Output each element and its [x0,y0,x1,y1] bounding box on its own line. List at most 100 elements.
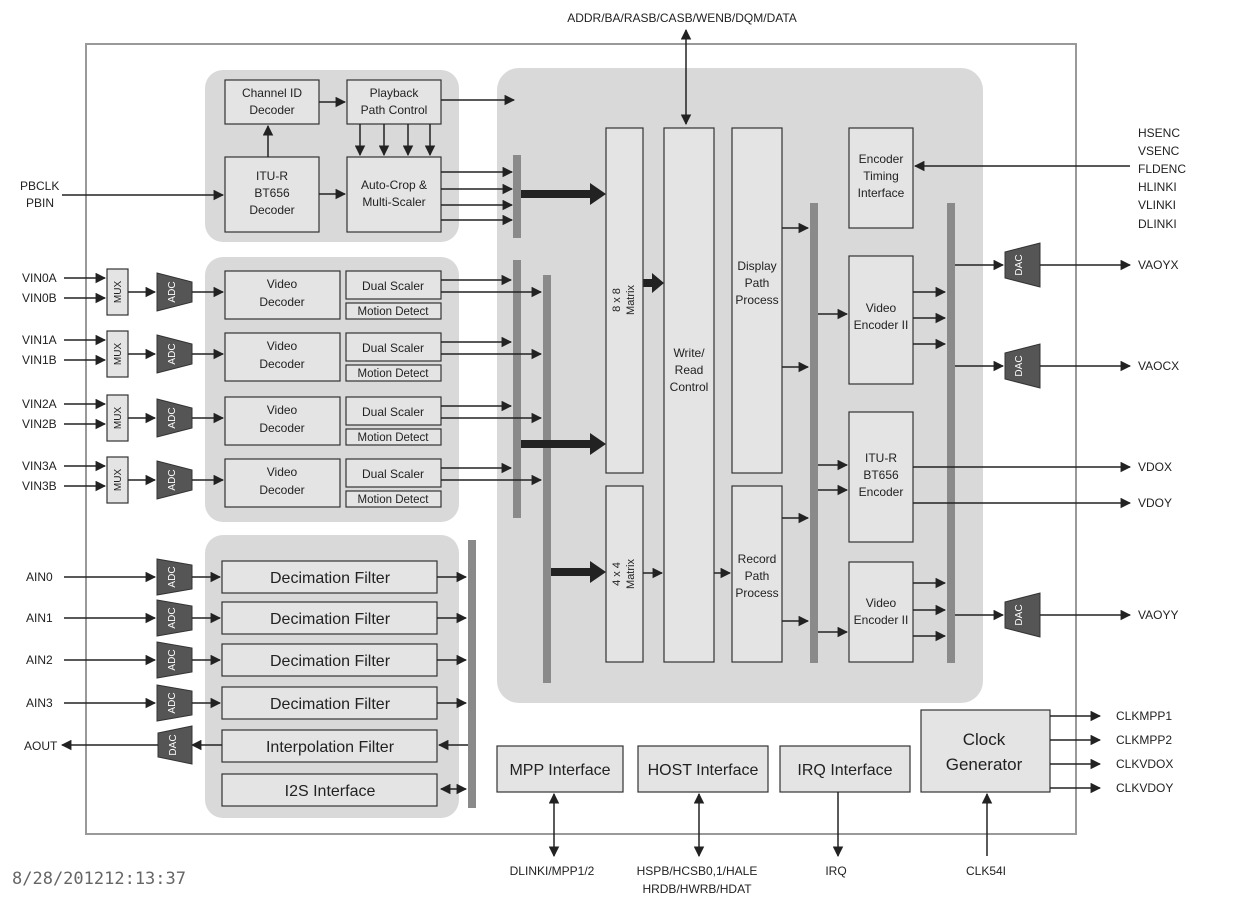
thick-arrow-wr [643,273,664,293]
thick-arrow-m4 [551,561,606,583]
record-l3: Process [735,586,778,600]
ain-2-label: AIN2 [26,653,53,667]
aout-label: AOUT [24,739,58,753]
i2s-label: I2S Interface [285,783,376,800]
encoder-bus [947,203,955,663]
timing-sig-5: DLINKI [1138,217,1177,231]
timing-sig-1: VSENC [1138,144,1180,158]
motion-detect-1 [345,364,442,382]
core-bus-mid [513,260,521,518]
vin-1b-label: VIN1B [22,353,57,367]
video-adc-3-label: ADC [167,469,178,490]
decimation-filter-3-label: Decimation Filter [270,696,391,713]
video-adc-0-label: ADC [167,281,178,302]
video-decoder-2-l2: Decoder [259,421,304,435]
mux-0-label: MUX [113,281,124,304]
video-adc-0 [156,272,193,312]
video-decoder-1-l1: Video [267,339,298,353]
venc1-l2: Encoder II [854,318,909,332]
timestamp: 8/28/201212:13:37 [12,869,186,889]
record-path-block [731,485,783,663]
i2s-interface-block [221,773,438,807]
video-adc-2 [156,398,193,438]
venc2-l2: Encoder II [854,613,909,627]
audio-adc-1-label: ADC [167,607,178,628]
motion-detect-0 [345,302,442,320]
audio-adc-2-label: ADC [167,649,178,670]
video-decoder-1 [224,332,341,382]
dac-out-2-label: DAC [1014,355,1025,376]
venc1-l1: Video [866,301,897,315]
timing-l2: Timing [863,169,899,183]
video-adc-1-label: ADC [167,343,178,364]
mpp-signal: DLINKI/MPP1/2 [510,864,595,878]
clock-generator-block [920,709,1051,793]
clk54i-label: CLK54I [966,864,1006,878]
write-read-control-block [663,127,715,663]
host-interface-label: HOST Interface [648,762,759,779]
clock-gen-l2: Generator [946,755,1023,774]
dual-scaler-0-label: Dual Scaler [362,279,424,293]
motion-detect-2-label: Motion Detect [358,432,430,444]
video-adc-2-label: ADC [167,407,178,428]
video-encoder-2-block [848,561,914,663]
video-decoder-2-l1: Video [267,403,298,417]
timing-l1: Encoder [859,152,904,166]
audio-adc-1 [156,599,193,637]
dual-scaler-2 [345,396,442,426]
decimation-filter-2-label: Decimation Filter [270,653,391,670]
ain-0-label: AIN0 [26,570,53,584]
matrix4-l1: 4 x 4 [611,562,623,586]
motion-detect-2 [345,428,442,446]
video-adc-1 [156,334,193,374]
playback-path-l2: Path Control [361,103,428,117]
display-bus [810,203,818,663]
out-vdox: VDOX [1138,460,1172,474]
record-l1: Record [738,552,777,566]
top-signal-label: ADDR/BA/RASB/CASB/WENB/DQM/DATA [567,11,797,25]
vin-3b-label: VIN3B [22,479,57,493]
vin-2a-label: VIN2A [22,397,57,411]
dual-scaler-0 [345,270,442,300]
display-l1: Display [737,259,776,273]
chip-outline [85,43,1077,835]
ain-3-label: AIN3 [26,696,53,710]
mpp-interface-label: MPP Interface [509,762,610,779]
dual-scaler-2-label: Dual Scaler [362,405,424,419]
audio-adc-3 [156,684,193,722]
vin-1a-label: VIN1A [22,333,57,347]
itur-decoder-l2: BT656 [254,186,290,200]
iture-l3: Encoder [859,485,904,499]
video-decoder-3 [224,458,341,508]
dual-scaler-3-label: Dual Scaler [362,467,424,481]
motion-detect-3-label: Motion Detect [358,494,430,506]
autocrop-block [346,156,442,233]
matrix-4x4-block [605,485,644,663]
display-path-block [731,127,783,474]
matrix-8x8-block [605,127,644,474]
timing-sig-4: VLINKI [1138,198,1176,212]
itur-decoder-l3: Decoder [249,203,294,217]
motion-detect-0-label: Motion Detect [358,306,430,318]
itur-decoder-l1: ITU-R [256,169,288,183]
irq-interface-block [779,745,911,793]
thick-arrow-vid [521,433,606,455]
timing-sig-3: HLINKI [1138,180,1177,194]
timing-sig-2: FLDENC [1138,162,1186,176]
wr-l3: Control [670,380,709,394]
clock-gen-l1: Clock [963,730,1006,749]
audio-adc-0-label: ADC [167,566,178,587]
timing-l3: Interface [858,186,905,200]
video-decoder-0-l2: Decoder [259,295,304,309]
record-l2: Path [745,569,770,583]
video-decoder-3-l2: Decoder [259,483,304,497]
video-encoder-1-block [848,255,914,385]
interpolation-filter-block [221,729,438,763]
playback-path-control-block [346,79,442,125]
decimation-filter-3 [221,686,438,720]
